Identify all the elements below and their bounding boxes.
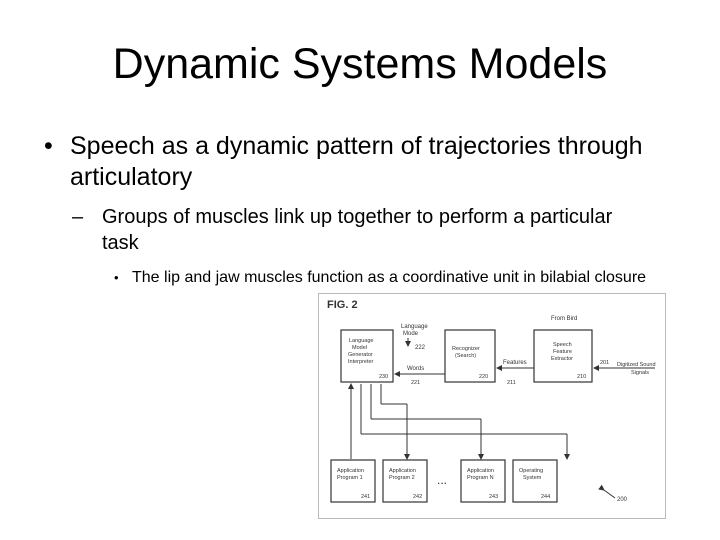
speech-line-2: Feature — [553, 349, 572, 355]
recognizer-num: 220 — [479, 374, 488, 380]
digitized-line-2: Signals — [631, 370, 649, 376]
lm-line-1: Language — [349, 338, 373, 344]
features-label: Features — [503, 360, 527, 366]
bullet-text: The lip and jaw muscles function as a co… — [132, 269, 647, 286]
os-line-1: Operating — [519, 468, 543, 474]
bullet-marker: • — [114, 270, 119, 285]
app1-box — [330, 459, 376, 503]
lm-num: 230 — [379, 374, 388, 380]
language-mode-label-1: Language — [401, 324, 428, 330]
signal-num: 201 — [600, 360, 609, 366]
figure-diagram: FIG. 2 From Bird Language Mode 222 Langu… — [327, 299, 656, 503]
ref-num: 200 — [617, 497, 628, 503]
digitized-line-1: Digitized Sound — [617, 362, 656, 368]
language-model-box — [340, 329, 394, 383]
os-num: 244 — [541, 494, 550, 500]
os-box — [512, 459, 558, 503]
bullet-marker: – — [72, 206, 84, 228]
ref-arrow — [598, 484, 616, 499]
lm-line-2: Model — [352, 345, 367, 351]
app2-line-2: Program 2 — [389, 475, 415, 481]
app1-num: 241 — [361, 494, 370, 500]
slide-title: Dynamic Systems Models — [112, 40, 608, 88]
language-mode-label-2: Mode — [403, 331, 419, 337]
app2-num: 242 — [413, 494, 422, 500]
recognizer-box — [444, 329, 496, 383]
figure-label: FIG. 2 — [327, 299, 358, 311]
from-label: From Bird — [551, 316, 577, 322]
language-mode-num: 222 — [415, 345, 426, 351]
words-num: 221 — [411, 380, 420, 386]
app1-line-2: Program 1 — [337, 475, 363, 481]
bullet-text: Groups of muscles link up together to pe… — [102, 206, 613, 254]
bullet-marker: • — [44, 132, 53, 160]
appn-line-2: Program N — [467, 475, 494, 481]
speech-feature-box — [533, 329, 593, 383]
recognizer-line-2: (Search) — [455, 353, 476, 359]
app1-line-1: Application — [337, 468, 364, 474]
lm-line-3: Generator — [348, 352, 373, 358]
appn-line-1: Application — [467, 468, 494, 474]
ellipsis: ... — [437, 473, 447, 487]
bullet-text: Speech as a dynamic pattern of trajector… — [70, 132, 643, 191]
speech-line-1: Speech — [553, 342, 572, 348]
app2-line-1: Application — [389, 468, 416, 474]
recognizer-line-1: Recognizer — [452, 346, 480, 352]
features-num: 211 — [507, 380, 516, 386]
patent-figure: FIG. 2 From Bird Language Mode 222 Langu… — [318, 293, 666, 519]
appn-num: 243 — [489, 494, 498, 500]
speech-line-3: Extractor — [551, 356, 573, 362]
app2-box — [382, 459, 428, 503]
appn-box — [460, 459, 506, 503]
os-line-2: System — [523, 475, 542, 481]
lm-line-4: Interpreter — [348, 359, 374, 365]
speech-num: 210 — [577, 374, 586, 380]
words-label: Words — [407, 366, 424, 372]
